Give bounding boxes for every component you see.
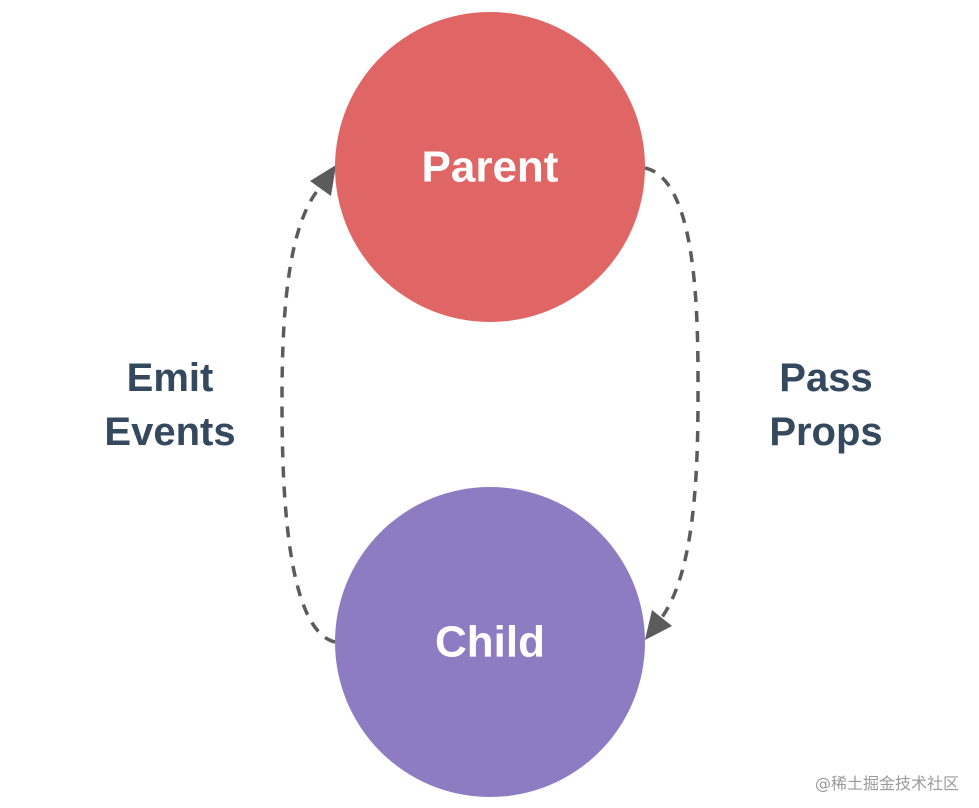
child-node: Child [335,487,645,797]
child-circle [335,487,645,797]
parent-circle [335,12,645,322]
pass-props-arrow [644,166,700,640]
emit-events-label-line2: Events [104,410,235,454]
emit-events-label-line1: Emit [127,356,214,400]
pass-props-label: Pass Props [769,356,882,454]
pass-props-label-line2: Props [769,410,882,454]
watermark: @稀土掘金技术社区 [814,774,959,793]
emit-events-line [280,183,336,644]
child-label: Child [435,618,545,667]
emit-events-arrowhead [310,165,336,196]
parent-label: Parent [422,143,559,192]
pass-props-label-line1: Pass [779,356,872,400]
emit-events-arrow [280,165,336,644]
parent-node: Parent [335,12,645,322]
pass-props-arrowhead [645,610,672,640]
emit-events-label: Emit Events [104,356,235,454]
pass-props-line [644,166,700,622]
